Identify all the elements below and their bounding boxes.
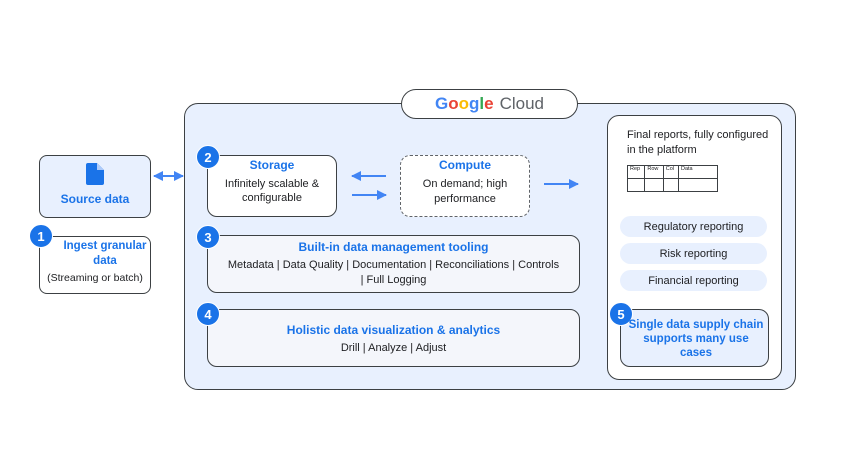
- storage-subtitle: Infinitely scalable & configurable: [224, 178, 320, 204]
- logo-letter: o: [448, 94, 459, 113]
- data-management-title: Built-in data management tooling: [298, 240, 489, 254]
- storage-box: [207, 155, 337, 217]
- compute-box: [400, 155, 530, 217]
- ingest-title: Ingest granular data: [63, 240, 147, 267]
- logo-letter: l: [479, 94, 485, 113]
- ingest-box: [39, 236, 151, 294]
- regulatory-reporting-pill: Regulatory reporting: [620, 216, 767, 237]
- step-badge-1: 1: [29, 224, 53, 248]
- supply-chain-title: Single data supply chain supports many u…: [628, 319, 764, 359]
- visualization-box: [207, 309, 580, 367]
- step-badge-5: 5: [609, 302, 633, 326]
- ingest-subtitle: (Streaming or batch): [47, 272, 143, 284]
- google-cloud-logo: Google Cloud: [401, 89, 578, 119]
- step-badge-2: 2: [196, 145, 220, 169]
- logo-letter: G: [434, 94, 449, 113]
- data-management-box: [207, 235, 580, 293]
- data-management-subtitle: Metadata | Data Quality | Documentation …: [227, 259, 560, 286]
- step-badge-3: 3: [196, 225, 220, 249]
- compute-subtitle: On demand; high performance: [422, 178, 508, 205]
- report-table-icon: Rep Row Col Data: [626, 165, 718, 192]
- google-wordmark: Google: [435, 94, 494, 114]
- logo-letter: g: [469, 94, 480, 113]
- cloud-word: Cloud: [499, 94, 545, 113]
- logo-letter: e: [484, 94, 494, 113]
- compute-title: Compute: [439, 158, 491, 172]
- visualization-subtitle: Drill | Analyze | Adjust: [340, 342, 447, 354]
- document-icon: [86, 163, 104, 185]
- risk-reporting-pill: Risk reporting: [620, 243, 767, 264]
- final-reports-heading: Final reports, fully configured in the p…: [627, 129, 769, 156]
- supply-chain-box: [620, 309, 769, 367]
- financial-reporting-pill: Financial reporting: [620, 270, 767, 291]
- step-badge-4: 4: [196, 302, 220, 326]
- source-data-label: Source data: [60, 192, 130, 206]
- storage-title: Storage: [249, 158, 295, 172]
- visualization-title: Holistic data visualization & analytics: [286, 323, 501, 337]
- logo-letter: o: [458, 94, 469, 113]
